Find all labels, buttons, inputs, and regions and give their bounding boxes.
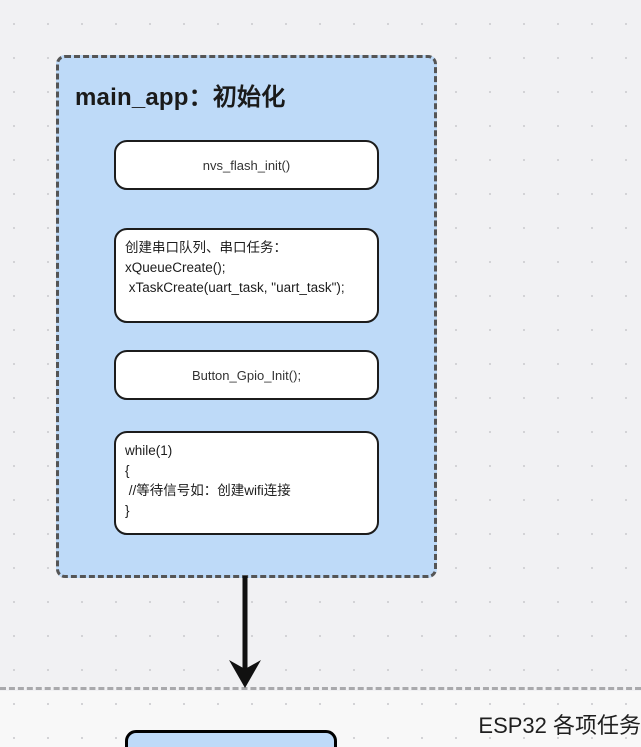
node-esp32-task-partial[interactable] — [125, 730, 337, 747]
node-uart-queue-task[interactable]: 创建串口队列、串口任务： xQueueCreate(); xTaskCreate… — [114, 228, 379, 323]
section-separator-dashed-line — [0, 687, 641, 690]
node-button-gpio-init[interactable]: Button_Gpio_Init(); — [114, 350, 379, 400]
node-nvs-flash-init-label: nvs_flash_init() — [202, 157, 291, 173]
node-uart-queue-task-label: 创建串口队列、串口任务： xQueueCreate(); xTaskCreate… — [125, 240, 345, 295]
diagram-caption: ESP32 各项任务 — [478, 713, 641, 738]
down-arrow-icon — [229, 576, 261, 688]
node-main-while-loop-label: while(1) { //等待信号如：创建wifi连接 } — [125, 443, 291, 518]
node-main-while-loop[interactable]: while(1) { //等待信号如：创建wifi连接 } — [114, 431, 379, 535]
node-nvs-flash-init[interactable]: nvs_flash_init() — [114, 140, 379, 190]
group-title: main_app：初始化 — [75, 84, 286, 111]
node-button-gpio-init-label: Button_Gpio_Init(); — [191, 367, 302, 383]
